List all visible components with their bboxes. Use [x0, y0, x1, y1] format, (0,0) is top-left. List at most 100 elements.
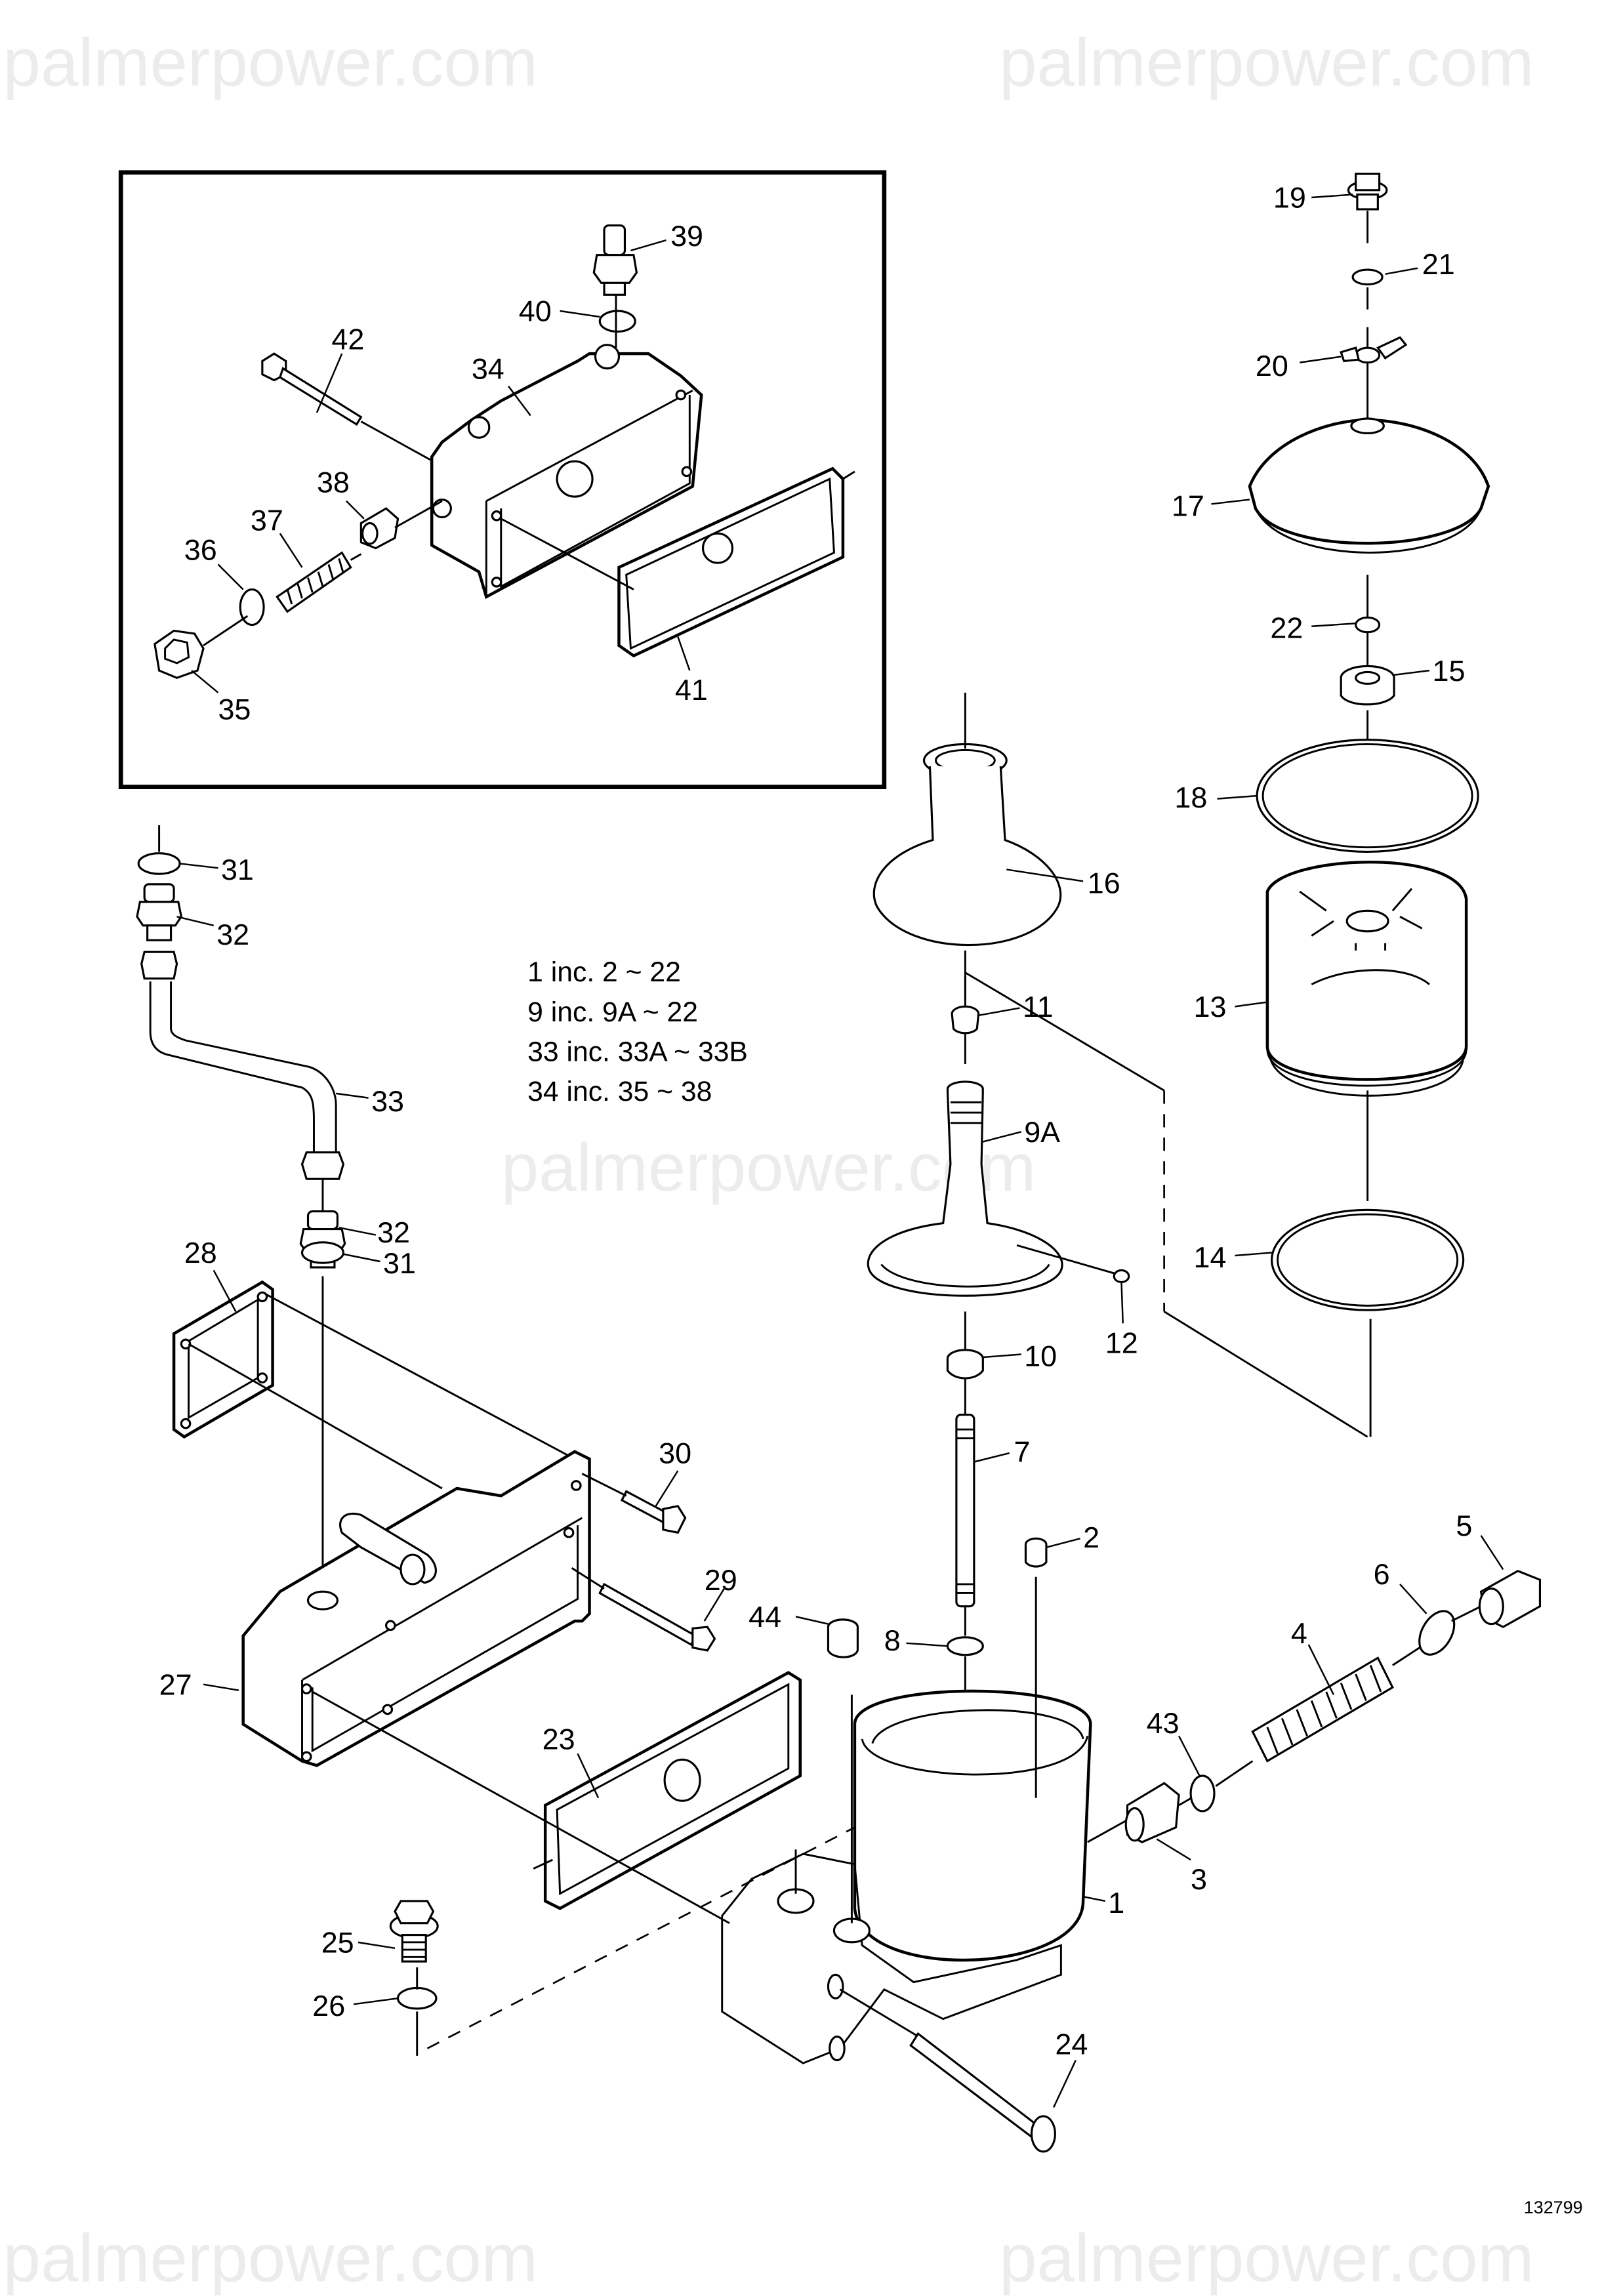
part-9a-rotor-body: [867, 1080, 1063, 1297]
label-29: 29: [705, 1563, 737, 1597]
label-11: 11: [1023, 990, 1054, 1023]
label-9a: 9A: [1024, 1115, 1060, 1149]
part-19-plug: [1347, 173, 1388, 211]
part-6-seal-ring: [1418, 1610, 1456, 1656]
part-26-seal-ring: [396, 1986, 438, 2010]
note-line: 9 inc. 9A ~ 22: [527, 996, 698, 1028]
part-7-spindle: [955, 1378, 975, 1636]
part-39-nipple: [592, 224, 638, 296]
label-44: 44: [749, 1600, 781, 1633]
label-32-top: 32: [216, 918, 249, 951]
label-43: 43: [1147, 1706, 1180, 1740]
label-4: 4: [1291, 1616, 1307, 1650]
label-23: 23: [543, 1723, 575, 1756]
label-21: 21: [1422, 247, 1455, 281]
part-3-valve-piston: [1124, 1782, 1180, 1843]
label-8: 8: [884, 1624, 901, 1657]
label-30: 30: [659, 1437, 691, 1470]
notes-block: 1 inc. 2 ~ 22 9 inc. 9A ~ 22 33 inc. 33A…: [527, 956, 748, 1107]
label-17: 17: [1172, 489, 1204, 522]
label-28: 28: [184, 1236, 217, 1269]
label-31-bottom: 31: [383, 1246, 416, 1280]
part-29-bolt: [571, 1567, 716, 1652]
label-25: 25: [321, 1926, 354, 1959]
label-27: 27: [159, 1668, 192, 1701]
note-line: 33 inc. 33A ~ 33B: [527, 1036, 748, 1067]
part-16-rotor-cone: [872, 692, 1062, 947]
part-5-plug: [1478, 1569, 1542, 1628]
label-10: 10: [1024, 1339, 1057, 1372]
label-31-top: 31: [221, 853, 254, 886]
part-2-plug: 2: [1024, 1521, 1099, 1568]
rotor-stack: 11 16 9A 12 10 7 8: [867, 692, 1138, 1798]
part-24-bolt: 24: [839, 1988, 1088, 2153]
label-3: 3: [1191, 1862, 1207, 1896]
oil-pipe-assembly: 31 32 33 32 31: [136, 825, 416, 1592]
label-19: 19: [1273, 181, 1306, 215]
part-28-gasket: [172, 1280, 274, 1439]
label-15: 15: [1432, 654, 1465, 687]
part-42-bolt: [261, 352, 431, 461]
label-7: 7: [1014, 1435, 1030, 1468]
part-31-seal-ring-top: [137, 852, 181, 875]
part-22-circlip: [1355, 616, 1381, 634]
figure-number: 132799: [1524, 2198, 1583, 2217]
part-11-bearing: [951, 1005, 980, 1035]
label-20: 20: [1256, 349, 1288, 382]
part-10-bearing: [946, 1311, 984, 1380]
label-40: 40: [519, 295, 552, 328]
part-41-gasket: [501, 466, 855, 658]
watermark-top-left: palmerpower.com: [3, 24, 537, 100]
label-2: 2: [1083, 1521, 1099, 1554]
label-33: 33: [371, 1084, 404, 1118]
note-line: 34 inc. 35 ~ 38: [527, 1076, 712, 1107]
watermark-top-right: palmerpower.com: [999, 24, 1534, 100]
label-6: 6: [1374, 1557, 1390, 1591]
part-8-washer: [946, 1636, 984, 1656]
part-35-plug: [154, 615, 249, 680]
part-33-oil-pipe: [140, 951, 345, 1180]
part-23-gasket: 23: [312, 1671, 802, 1924]
label-42: 42: [331, 322, 364, 356]
part-4-spring: [1251, 1656, 1394, 1763]
part-30-bolt: [581, 1473, 687, 1534]
label-41: 41: [675, 673, 708, 707]
inset-valve-housing-detail: 39 40 42 34 38 37 36 35 41: [118, 170, 887, 789]
note-line: 1 inc. 2 ~ 22: [527, 956, 681, 988]
part-15-nut: [1340, 665, 1395, 706]
label-38: 38: [317, 465, 350, 499]
label-12: 12: [1105, 1326, 1138, 1359]
part-34-valve-housing: [430, 344, 703, 600]
inset-frame: [118, 170, 887, 789]
part-18-o-ring: [1256, 739, 1479, 853]
part-17-cover: [1248, 417, 1490, 554]
label-34: 34: [472, 352, 504, 385]
part-43-washer: [1189, 1774, 1216, 1813]
label-1: 1: [1108, 1886, 1124, 1919]
part-44-plug: 44: [749, 1600, 859, 1658]
part-31-seal-ring-bottom: [300, 1241, 344, 1264]
label-24: 24: [1055, 2028, 1088, 2061]
cover-stack: 19 21 20 17 22 15 18 13 14: [1172, 173, 1490, 1437]
label-26: 26: [312, 1989, 345, 2022]
part-20-wing-nut: [1340, 336, 1408, 364]
part-27-valve-housing: [241, 1450, 591, 1767]
part-37-spring: [276, 551, 362, 613]
relief-valve-parts: 3 43 4 6 5: [1087, 1509, 1542, 1896]
label-35: 35: [218, 692, 251, 726]
label-39: 39: [670, 219, 703, 253]
part-32-nipple-top: [136, 883, 182, 941]
label-36: 36: [184, 533, 217, 567]
part-1-filter-housing: 1: [721, 1576, 1124, 2064]
part-25-drain-plug: [389, 1900, 439, 1963]
part-40-seal-ring: [598, 310, 636, 333]
label-16: 16: [1088, 866, 1120, 899]
part-14-o-ring: [1271, 1208, 1465, 1311]
label-18: 18: [1174, 781, 1207, 814]
part-38-valve-piston: [359, 500, 443, 550]
part-13-rotor-cover: [1265, 861, 1468, 1097]
watermark-bottom-left: palmerpower.com: [3, 2220, 537, 2296]
label-14: 14: [1194, 1240, 1227, 1274]
label-22: 22: [1270, 611, 1303, 645]
